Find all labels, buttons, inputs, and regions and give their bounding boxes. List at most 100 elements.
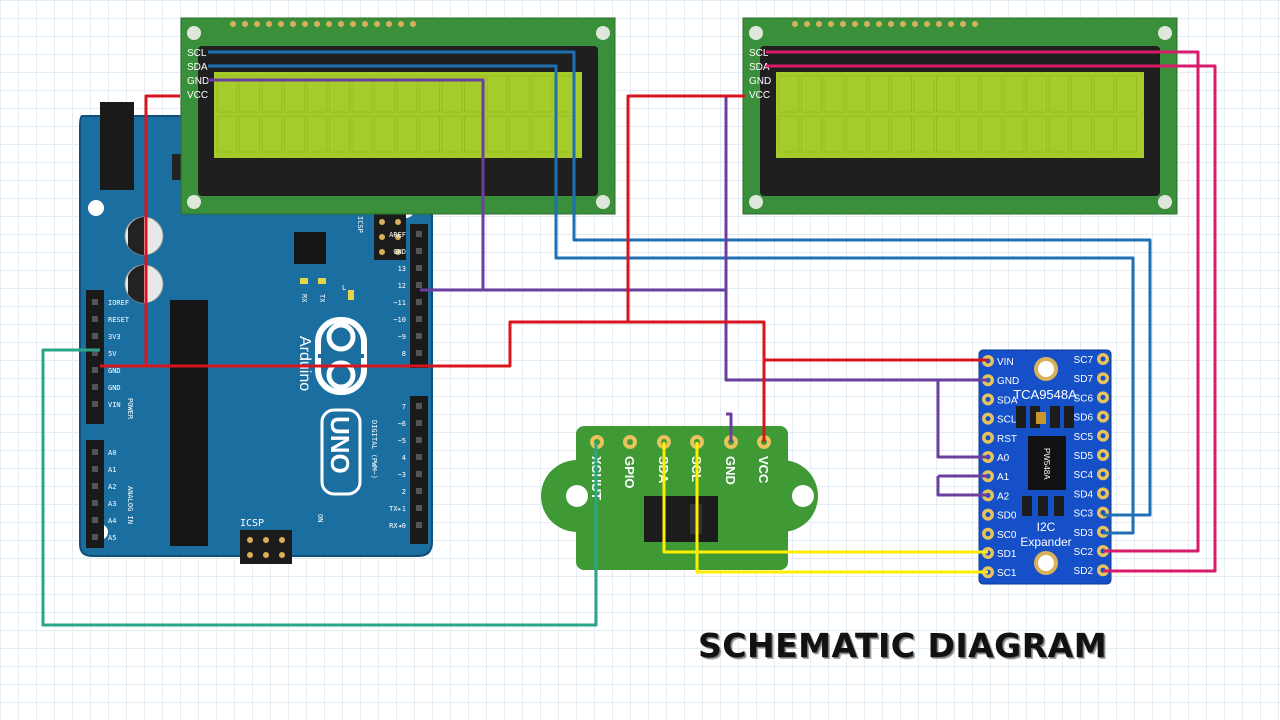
lcd2-pin-gnd: GND [749, 76, 771, 87]
icsp-header-bottom [240, 530, 292, 564]
arduino-pin-1: GND [393, 248, 406, 256]
digital-header-top [410, 224, 428, 368]
arduino-analog-pin-2: A2 [108, 483, 116, 491]
arduino-pin-d5: 2 [402, 488, 406, 496]
analog-header [86, 440, 104, 548]
capacitors [124, 216, 164, 304]
expander-pin-sd1: SD1 [997, 549, 1017, 560]
wires [41, 50, 1217, 627]
led-label-tx: TX [318, 294, 326, 303]
arduino-power-pin-3: 5V [108, 350, 117, 358]
expander-pin-sc6: SC6 [1074, 393, 1094, 404]
arduino-pin-d0: 7 [402, 403, 406, 411]
wire-sensor-xshut [41, 348, 598, 627]
arduino-model: UNO [325, 416, 355, 474]
expander-caption-1: I2C [1037, 520, 1056, 534]
icsp-label-bottom: ICSP [240, 518, 264, 529]
lcd1-pin-scl: SCL [187, 48, 207, 59]
expander-pin-scl: SCL [997, 415, 1017, 426]
icsp-header-top [374, 214, 406, 260]
arduino-analog-pin-1: A1 [108, 466, 116, 474]
lcd-screen-2 [776, 72, 1144, 158]
wire-addr-a0 [936, 380, 988, 459]
lcd1-pin-gnd: GND [187, 76, 209, 87]
atmega-chip [170, 300, 208, 546]
wire-addr-a2 [936, 476, 988, 497]
arduino-analog-pin-0: A0 [108, 449, 116, 457]
arduino-power-pin-1: RESET [108, 316, 130, 324]
expander-pin-sd2: SD2 [1074, 566, 1094, 577]
lcd1-pin-vcc: VCC [187, 90, 208, 101]
lcd-screen-1 [214, 72, 582, 158]
digital-header-bottom [410, 396, 428, 544]
wire-sensor-gnd [726, 412, 733, 442]
expander-pin-sc3: SC3 [1074, 509, 1094, 520]
wire-lcd2-sda [766, 64, 1217, 573]
expander-pin-a2: A2 [997, 491, 1010, 502]
sensor-pin-gpio: GPIO [622, 456, 637, 489]
expander-pin-rst: RST [997, 434, 1017, 445]
arduino-power-pin-5: GND [108, 384, 121, 392]
expander-pin-vin: VIN [997, 357, 1014, 368]
uno-logo: UNO [320, 408, 362, 496]
arduino-pin-d3: 4 [402, 454, 406, 462]
arduino-analog-pin-4: A4 [108, 517, 116, 525]
expander-pin-sd5: SD5 [1074, 451, 1094, 462]
arduino-brand: Arduino [296, 336, 313, 391]
expander-pin-sc1: SC1 [997, 568, 1017, 579]
arduino-analog-pin-3: A3 [108, 500, 116, 508]
arduino-pin-0: AREF [389, 231, 406, 239]
led-label-on: ON [316, 514, 324, 522]
arduino-power-pin-4: GND [108, 367, 121, 375]
wire-lcd1-scl [208, 50, 1152, 517]
expander-chip-label: PW548A [1042, 448, 1051, 480]
lcd2-pin-vcc: VCC [749, 90, 770, 101]
expander-name: TCA9548A [1013, 387, 1077, 402]
arduino-pin-d7: RX◂0 [389, 522, 406, 530]
icsp-label-top: ICSP [356, 216, 364, 233]
arduino-power-pin-6: VIN [108, 401, 121, 409]
arduino-pin-d1: ~6 [398, 420, 406, 428]
expander-pin-sc2: SC2 [1074, 547, 1094, 558]
arduino-power-pin-2: 3V3 [108, 333, 121, 341]
sensor-pin-vcc: VCC [756, 456, 771, 484]
expander-pin-sd7: SD7 [1074, 374, 1094, 385]
power-header-label: POWER [126, 398, 134, 420]
lcd2-pin-sda: SDA [749, 62, 770, 73]
analog-header-label: ANALOG IN [126, 486, 134, 524]
arduino-pin-d6: TX▸1 [389, 505, 406, 513]
arduino-uno-board: TX RX L ON ICSP ICSP Arduino UNO [79, 102, 433, 564]
arduino-pin-5: ~10 [393, 316, 406, 324]
wire-5v-bus [100, 320, 628, 368]
expander-pin-sd3: SD3 [1074, 528, 1094, 539]
sensor-chip [644, 496, 718, 542]
diagram-title: SCHEMATIC DIAGRAM [698, 626, 1108, 665]
arduino-power-pin-0: IOREF [108, 299, 129, 307]
sensor-pin-gnd: GND [723, 456, 738, 485]
arduino-pin-3: 12 [398, 282, 406, 290]
wire-lcd2-scl [766, 50, 1200, 553]
arduino-pin-7: 8 [402, 350, 406, 358]
digital-header-label: DIGITAL (PWM~) [370, 420, 378, 479]
wire-lcd2-vcc [626, 94, 988, 362]
expander-pin-sd4: SD4 [1074, 489, 1094, 500]
expander-pin-sc0: SC0 [997, 530, 1017, 541]
arduino-pin-4: ~11 [393, 299, 406, 307]
arduino-logo [315, 317, 367, 395]
wire-sensor-sda [662, 442, 988, 554]
led-label-l: L [342, 284, 346, 292]
expander-pin-sc5: SC5 [1074, 432, 1094, 443]
expander-pin-sd0: SD0 [997, 511, 1017, 522]
expander-smd-parts [1016, 406, 1074, 516]
expander-pin-a0: A0 [997, 453, 1010, 464]
expander-pin-a1: A1 [997, 472, 1010, 483]
power-header [86, 290, 104, 424]
arduino-pin-2: 13 [398, 265, 406, 273]
wire-sensor-scl [695, 442, 988, 574]
expander-pin-sc4: SC4 [1074, 470, 1094, 481]
wire-lcd1-sda [208, 64, 1135, 535]
